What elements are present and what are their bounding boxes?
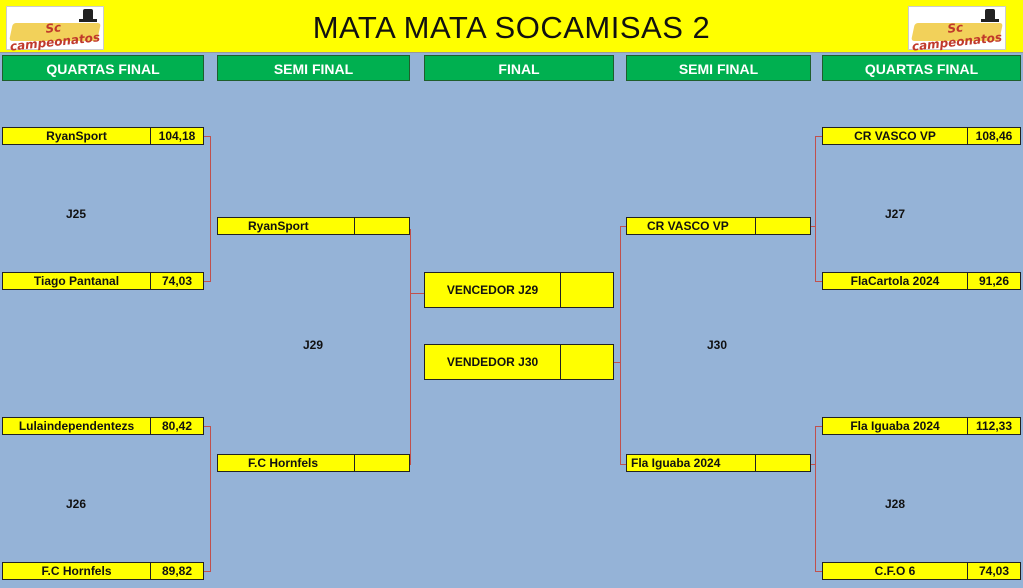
team-row[interactable]: F.C Hornfels [217, 454, 410, 472]
team-name: Lulaindependentezs [18, 419, 135, 433]
stage-header-final: FINAL [424, 55, 614, 81]
team-score: 80,42 [150, 418, 203, 434]
team-name: Tiago Pantanal [33, 274, 120, 288]
stage-header-right-semi: SEMI FINAL [626, 55, 811, 81]
stage-header-right-quarters: QUARTAS FINAL [822, 55, 1021, 81]
team-name: FlaCartola 2024 [850, 274, 940, 288]
top-hat-icon [985, 9, 995, 19]
stage-header-left-semi: SEMI FINAL [217, 55, 410, 81]
team-score [354, 455, 409, 471]
team-score: 104,18 [150, 128, 203, 144]
team-score: 112,33 [967, 418, 1020, 434]
team-row[interactable]: F.C Hornfels 89,82 [2, 562, 204, 580]
team-score: 74,03 [967, 563, 1020, 579]
team-name: CR VASCO VP [854, 129, 936, 143]
team-row[interactable]: Fla Iguaba 2024 [626, 454, 811, 472]
team-name: C.F.O 6 [874, 564, 916, 578]
team-score: 91,26 [967, 273, 1020, 289]
team-name: Fla Iguaba 2024 [631, 456, 721, 470]
team-score [354, 218, 409, 234]
team-row[interactable]: CR VASCO VP [626, 217, 811, 235]
brand-logo-right: Sc campeonatos [908, 6, 1006, 54]
final-slot-score [560, 345, 613, 379]
team-row[interactable]: CR VASCO VP 108,46 [822, 127, 1021, 145]
team-name: RyanSport [248, 219, 309, 233]
team-name: F.C Hornfels [248, 456, 319, 470]
team-row[interactable]: RyanSport [217, 217, 410, 235]
team-row[interactable]: FlaCartola 2024 91,26 [822, 272, 1021, 290]
game-label-j30: J30 [707, 338, 728, 352]
stage-header-left-quarters: QUARTAS FINAL [2, 55, 204, 81]
team-name: F.C Hornfels [41, 564, 112, 578]
game-label-j27: J27 [885, 207, 906, 221]
team-score: 89,82 [150, 563, 203, 579]
team-name: Fla Iguaba 2024 [850, 419, 940, 433]
game-label-j26: J26 [66, 497, 87, 511]
team-name: CR VASCO VP [647, 219, 729, 233]
team-row[interactable]: Lulaindependentezs 80,42 [2, 417, 204, 435]
team-row[interactable]: C.F.O 6 74,03 [822, 562, 1021, 580]
final-slot[interactable]: VENCEDOR J29 [424, 272, 614, 308]
team-score [755, 218, 810, 234]
title-bar: Sc campeonatos MATA MATA SOCAMISAS 2 Sc … [0, 0, 1023, 54]
team-name: RyanSport [46, 129, 107, 143]
team-score: 74,03 [150, 273, 203, 289]
top-hat-icon [83, 9, 93, 19]
team-row[interactable]: Tiago Pantanal 74,03 [2, 272, 204, 290]
final-slot-name: VENCEDOR J29 [446, 283, 539, 297]
team-score [755, 455, 810, 471]
team-score: 108,46 [967, 128, 1020, 144]
team-row[interactable]: Fla Iguaba 2024 112,33 [822, 417, 1021, 435]
final-slot-name: VENDEDOR J30 [446, 355, 539, 369]
game-label-j28: J28 [885, 497, 906, 511]
final-slot[interactable]: VENDEDOR J30 [424, 344, 614, 380]
final-slot-score [560, 273, 613, 307]
page-title: MATA MATA SOCAMISAS 2 [312, 10, 711, 45]
game-label-j29: J29 [303, 338, 324, 352]
game-label-j25: J25 [66, 207, 87, 221]
team-row[interactable]: RyanSport 104,18 [2, 127, 204, 145]
brand-logo-left: Sc campeonatos [6, 6, 104, 54]
